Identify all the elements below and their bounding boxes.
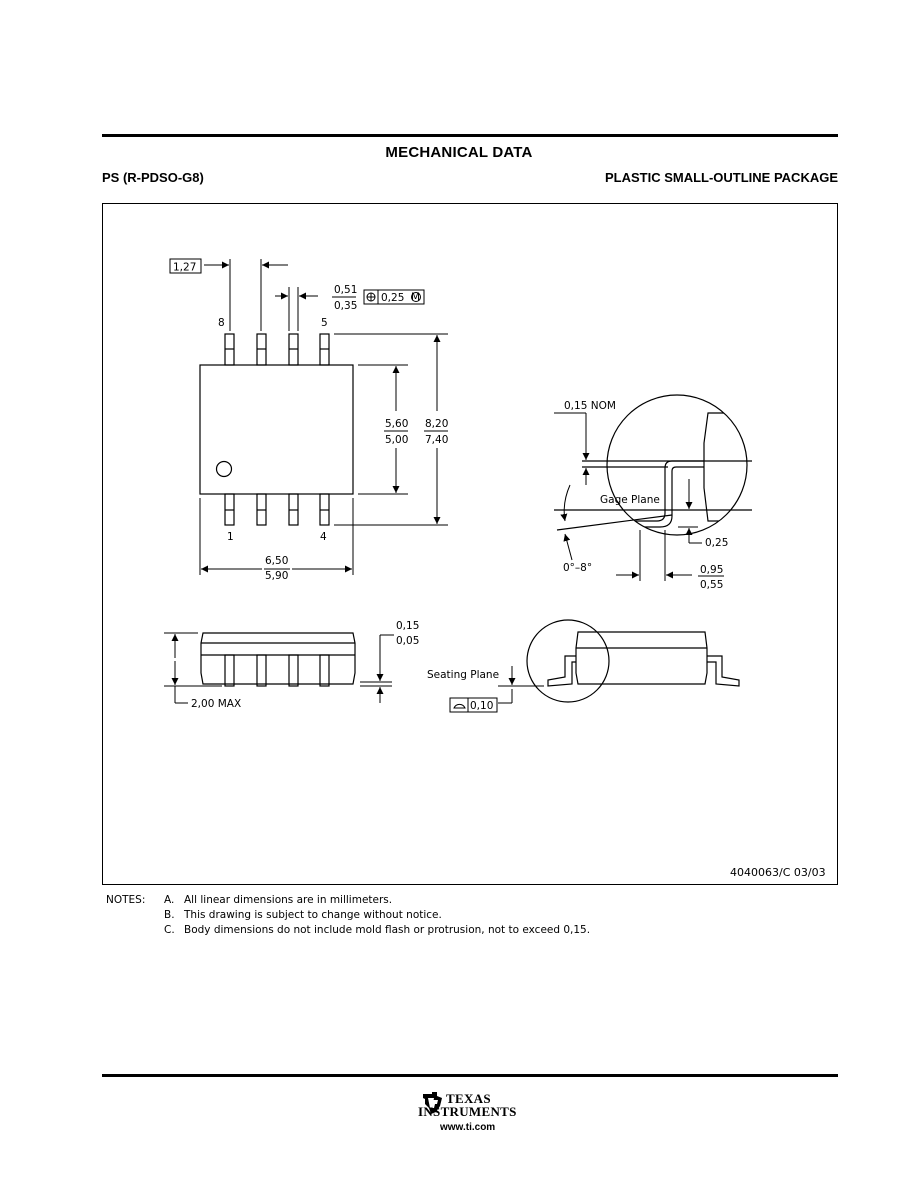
top-rule [102,134,838,137]
foot-length-max: 0,95 [700,564,723,576]
pitch-dimension [169,258,288,331]
pin-4-label: 4 [320,531,327,543]
top-leads [224,333,330,366]
lead-width-min: 0,35 [334,300,357,312]
detail-view [554,394,752,536]
website-url: www.ti.com [440,1122,496,1133]
body-length-min: 5,90 [265,570,288,582]
pin1-marker [215,460,233,478]
pin-5-label: 5 [321,317,328,329]
foot-length-min: 0,55 [700,579,723,591]
note-item: A.All linear dimensions are in millimete… [164,894,393,906]
brand-line1: TEXAS [446,1091,491,1106]
document-number: 4040063/C 03/03 [730,866,826,879]
lead-width-max: 0,51 [334,284,357,296]
body-width-max: 5,60 [385,418,408,430]
height-dimension [164,632,222,704]
lead-thickness: 0,15 NOM [564,400,616,412]
detail-dimensions [554,412,702,581]
side-body [200,632,356,685]
package-code: PS (R-PDSO-G8) [102,170,204,185]
body-width-dimension [358,364,408,495]
lead-width-dimension [275,287,425,331]
gage-plane-label: Gage Plane [600,494,660,506]
note-item: B.This drawing is subject to change with… [164,909,442,921]
standoff-min: 0,05 [396,635,419,647]
end-body [575,631,708,685]
notes-label: NOTES: [106,894,146,906]
height-max: 2,00 MAX [191,698,241,710]
overall-width-min: 7,40 [425,434,448,446]
body-length-max: 6,50 [265,555,288,567]
ti-logo-icon [423,1092,442,1114]
detail-circle-large [606,394,748,536]
coplanarity-value: 0,10 [470,700,493,712]
standoff-max: 0,15 [396,620,419,632]
package-body [199,364,354,495]
angle-range: 0°–8° [563,562,592,574]
body-length-dimension [199,498,354,575]
package-name: PLASTIC SMALL-OUTLINE PACKAGE [604,170,838,185]
gage-height: 0,25 [705,537,728,549]
page-title: MECHANICAL DATA [385,144,533,161]
top-view [199,333,354,526]
drawing-svg: 1,27 0,51 0,35 0,25 M 8 5 1 4 5,60 5,00 … [102,203,838,885]
end-view [526,619,740,703]
svg-text:M: M [411,292,420,304]
position-tolerance: 0,25 [381,292,404,304]
pitch-value: 1,27 [173,262,196,274]
note-item: C.Body dimensions do not include mold fl… [164,924,591,936]
pin-1-label: 1 [227,531,234,543]
drawing-frame [102,203,838,885]
detail-circle-small [526,619,610,703]
overall-width-max: 8,20 [425,418,448,430]
side-leads [224,654,330,687]
body-width-min: 5,00 [385,434,408,446]
standoff-dimension [360,634,394,703]
pin-8-label: 8 [218,317,225,329]
ti-logo: TEXAS INSTRUMENTS www.ti.com [418,1090,528,1140]
mechanical-drawing: 1,27 0,51 0,35 0,25 M 8 5 1 4 5,60 5,00 … [102,203,838,885]
seating-plane-dimension [449,666,544,713]
seating-plane-label: Seating Plane [427,669,499,681]
bottom-rule [102,1074,838,1077]
side-view [200,632,356,687]
brand-line2: INSTRUMENTS [418,1104,517,1119]
bottom-leads [224,493,330,526]
